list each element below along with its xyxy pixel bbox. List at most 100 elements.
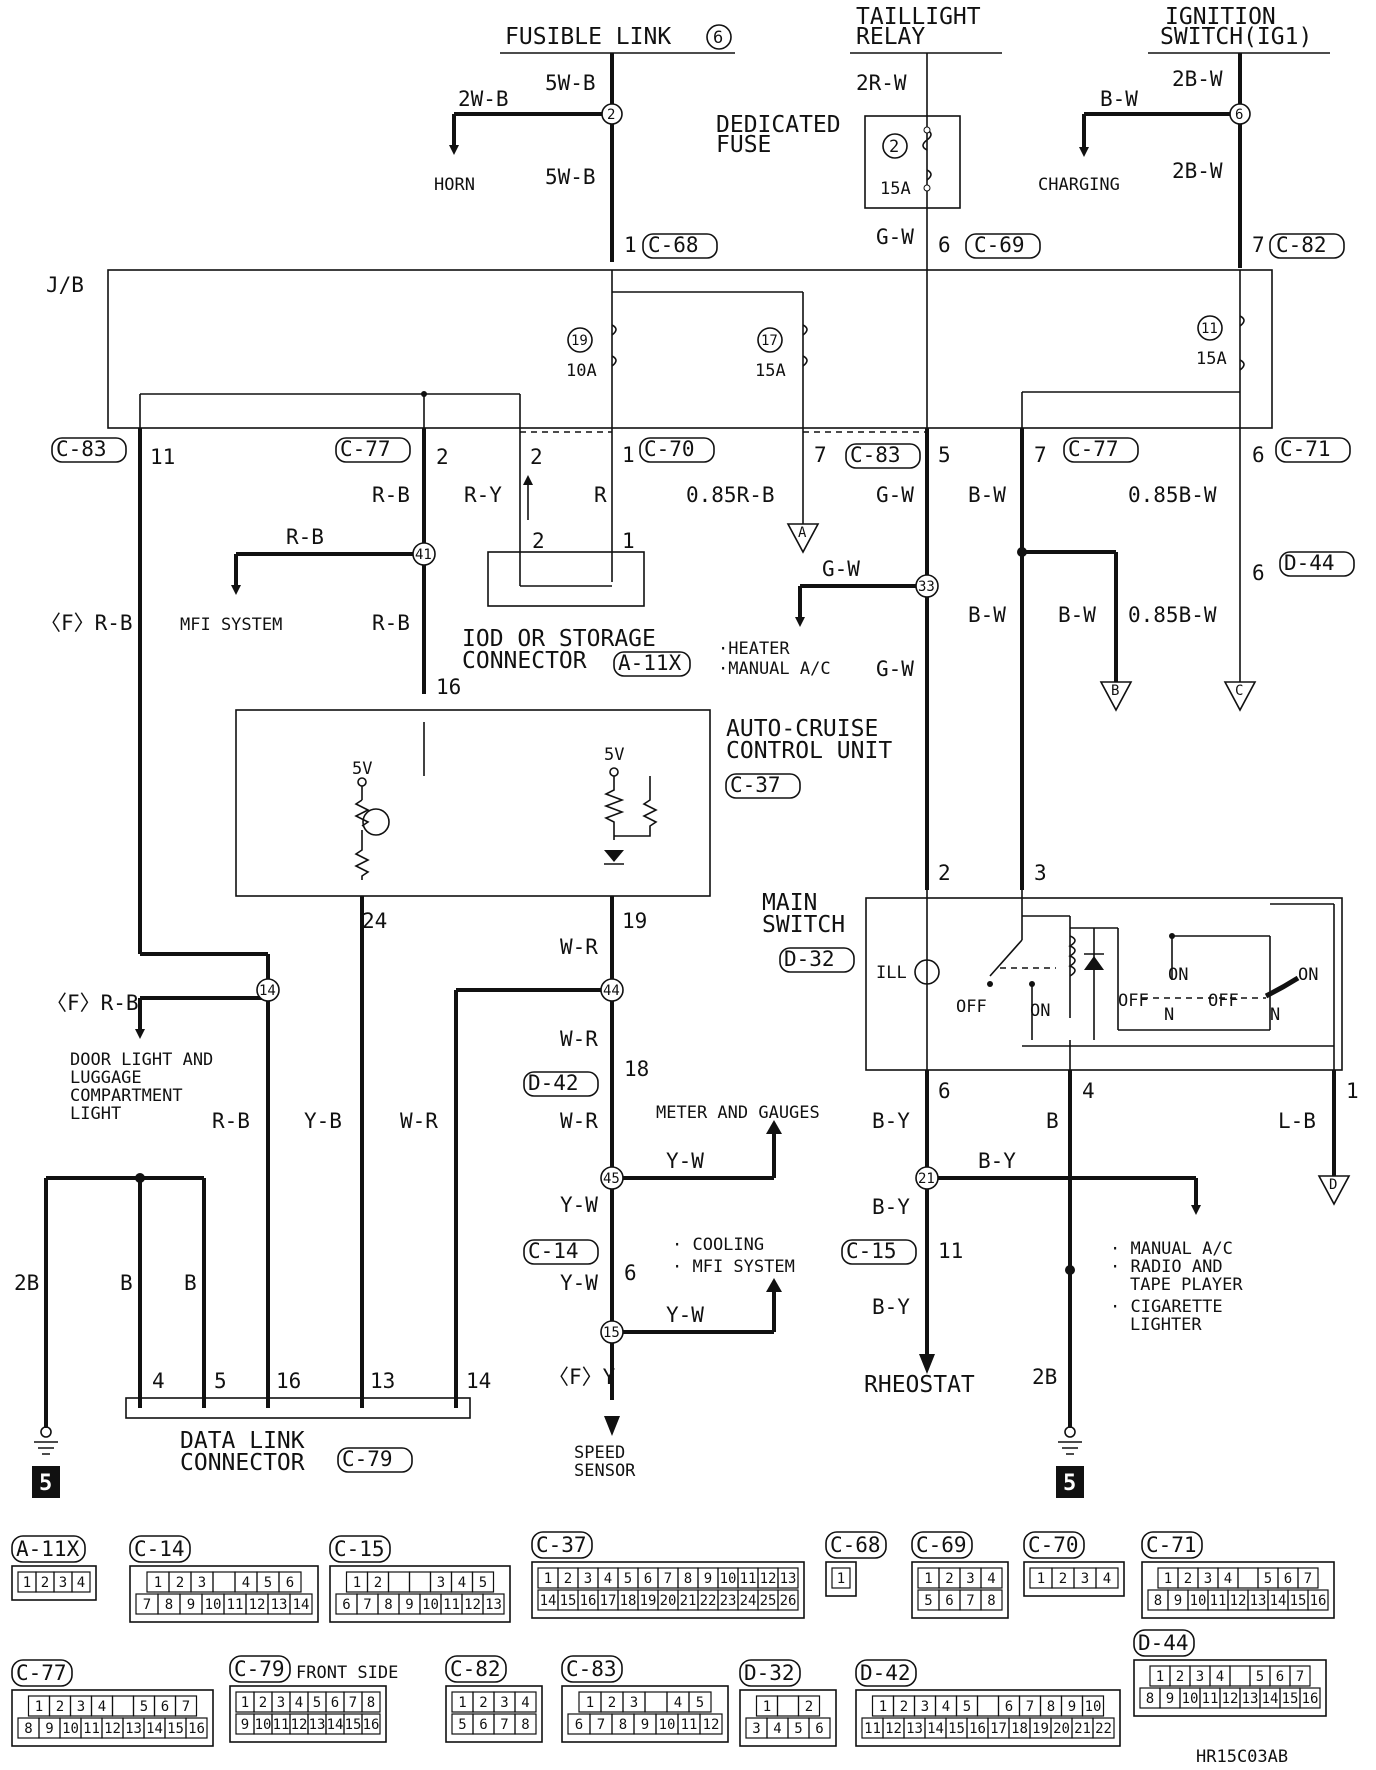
legend-pin: 6 [1005,1699,1013,1715]
legend-pin: 10 [422,1597,439,1613]
dest-speed: SENSOR [574,1461,636,1481]
data-link-connector: 2B B B 5 4 5 16 13 14 DATA LINK CONNECTO… [14,1173,491,1498]
pin: 19 [622,909,647,933]
legend-pin: 9 [1174,1593,1182,1609]
legend-pin: 11 [227,1597,244,1613]
legend-pin: 4 [77,1575,85,1591]
legend-pin: 4 [674,1695,682,1711]
wire-label: 〈F〉R-B [40,611,133,635]
legend-pin: 8 [165,1597,173,1613]
legend-pin: 2 [479,1695,487,1711]
legend-pin: 1 [763,1699,771,1715]
dest-charging: CHARGING [1038,175,1120,195]
splice-33-label: 33 [918,579,935,595]
legend-pin: 10 [1182,1691,1199,1707]
wire-taillight-column: 2 15A 2R-W DEDICATED FUSE G-W 6 C-69 [716,53,1041,268]
splice-2-label: 2 [607,107,615,123]
pin: 11 [150,445,175,469]
dest-speed: SPEED [574,1443,625,1463]
legend-pin: 2 [900,1699,908,1715]
legend-pin: 19 [1032,1721,1049,1737]
legend-pin: 21 [1074,1721,1091,1737]
wire-label: Y-W [560,1193,598,1217]
connector-c68: C-68 [648,233,699,257]
wire-label: B-Y [872,1109,910,1133]
legend-pin: 8 [619,1717,627,1733]
pin: 16 [436,675,461,699]
legend-name: A-11X [16,1537,80,1561]
connector-c70: C-70 [644,437,695,461]
legend-pin: 7 [1304,1571,1312,1587]
legend-pin: 10 [255,1717,272,1733]
wire-acc-19: 44 W-R W-R D-42 18 W-R W-R 45 METER AND … [400,896,820,1481]
wire-main-switch-4: 4 B 2B 5 [1032,1070,1095,1498]
fuse-amp: 15A [1196,349,1227,369]
source-fusible-link: FUSIBLE LINK 6 [500,24,735,54]
legend-name: C-68 [830,1533,881,1557]
legend-pin: 6 [644,1571,652,1587]
dest-door: LUGGAGE [70,1068,142,1088]
splice-6-label: 6 [1235,107,1243,123]
connector-c15: C-15 [846,1239,897,1263]
legend-pin: 6 [342,1597,350,1613]
legend-pin: 12 [104,1721,121,1737]
source-taillight-relay: TAILLIGHT RELAY [850,4,1002,54]
legend-pin: 6 [1284,1571,1292,1587]
fuse-number: 11 [1201,321,1218,337]
wire-label: 2B-W [1172,159,1223,183]
legend-pin: 12 [885,1721,902,1737]
legend-pin: 2 [608,1695,616,1711]
legend-pin: 6 [815,1721,823,1737]
legend-pin: 5 [313,1695,321,1711]
legend-pin: 15 [345,1717,362,1733]
pin: 5 [214,1369,227,1393]
legend-name: C-82 [450,1657,501,1681]
pin: 7 [1252,233,1265,257]
legend-name: C-70 [1028,1533,1079,1557]
legend-pin: 9 [187,1597,195,1613]
on-label: ON [1168,965,1188,985]
wire-label: Y-B [304,1109,342,1133]
legend-pin: 4 [521,1695,529,1711]
wire-label: B [184,1271,197,1295]
legend-pin: 2 [1059,1571,1067,1587]
wire-label: R [594,483,607,507]
pin: 7 [1034,443,1047,467]
legend-pin: 26 [780,1593,797,1609]
splice-2 [601,103,623,125]
wire-label: G-W [876,483,914,507]
on-label: ON [1030,1001,1050,1021]
legend-name: C-71 [1146,1533,1197,1557]
wire-label: B [120,1271,133,1295]
legend-pin: 14 [927,1721,944,1737]
legend-pin: 18 [1011,1721,1028,1737]
legend-pin: 17 [600,1593,617,1609]
legend-pin: 7 [500,1717,508,1733]
fuse-amp: 10A [566,361,597,381]
legend-pin: 7 [349,1695,357,1711]
dest-cooling: · COOLING [672,1235,764,1255]
pin: 6 [938,233,951,257]
switch-label: SWITCH [762,912,845,938]
iod-label: IOD OR STORAGE [462,626,656,652]
wire-label: 2W-B [458,87,509,111]
off-label: OFF [956,997,987,1017]
wire-c71-6: C 0.85B-W 6 D-44 0.85B-W [1128,428,1355,712]
legend-pin: 10 [720,1571,737,1587]
on-label: ON [1298,965,1318,985]
legend-pin: 1 [879,1699,887,1715]
wire-label: G-W [876,657,914,681]
wire-label: R-Y [464,483,502,507]
legend-pin: 2 [564,1571,572,1587]
offpage-c: C [1235,683,1243,699]
legend-pin: 2 [1176,1669,1184,1685]
fuse-number: 19 [571,333,588,349]
legend-pin: 2 [805,1699,813,1715]
legend-pin: 4 [295,1695,303,1711]
ground-number: 5 [1063,1471,1076,1496]
